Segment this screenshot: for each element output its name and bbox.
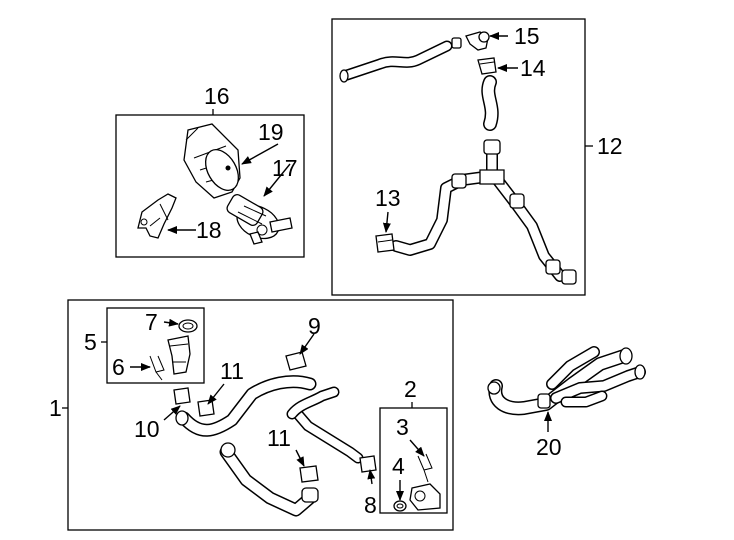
label-7: 7 [145,309,158,335]
hose-1-lower [219,442,319,517]
label-20: 20 [536,434,562,460]
group-box-16 [115,114,305,258]
clamp-13 [375,233,395,253]
label-11a: 11 [220,358,244,384]
label-19: 19 [258,119,284,145]
group-box-1 [67,299,454,531]
label-17: 17 [272,155,298,181]
label-4: 4 [392,453,405,479]
clamp-14 [477,57,497,75]
part-5-fitting [167,335,191,375]
label-13: 13 [375,185,401,211]
connector-15 [465,31,490,51]
label-9: 9 [308,313,321,339]
label-18: 18 [196,217,222,243]
hose-12-vertical [481,75,499,131]
group-box-5 [106,307,205,384]
hose-assembly-20 [487,346,646,416]
water-pump-17 [226,194,293,245]
label-12: 12 [597,133,623,159]
clip-6 [149,355,165,381]
label-8: 8 [364,492,377,518]
leader-lines [62,32,593,501]
label-11b: 11 [267,425,291,451]
label-15: 15 [514,23,540,49]
part-labels: 1 5 7 6 9 11 10 11 8 2 3 4 20 16 19 17 1… [49,23,623,518]
hose-12-top [339,37,462,83]
label-3: 3 [396,414,409,440]
label-10: 10 [134,416,160,442]
label-14: 14 [520,55,546,81]
bracket-18 [137,193,177,239]
part-7-oring [178,319,198,333]
part-3-clip [417,453,433,483]
hose-1-upper [175,375,364,464]
group-box-12 [331,18,586,296]
label-1: 1 [49,395,62,421]
part-2-fitting [409,483,441,511]
group-box-2 [379,407,448,514]
cover-19 [183,123,241,199]
label-16: 16 [204,83,230,109]
hose-12-lower [390,139,577,285]
part-4-oring [393,500,407,512]
label-5: 5 [84,329,97,355]
label-6: 6 [112,354,125,380]
label-2: 2 [404,376,417,402]
clamps-group-1 [173,351,377,483]
